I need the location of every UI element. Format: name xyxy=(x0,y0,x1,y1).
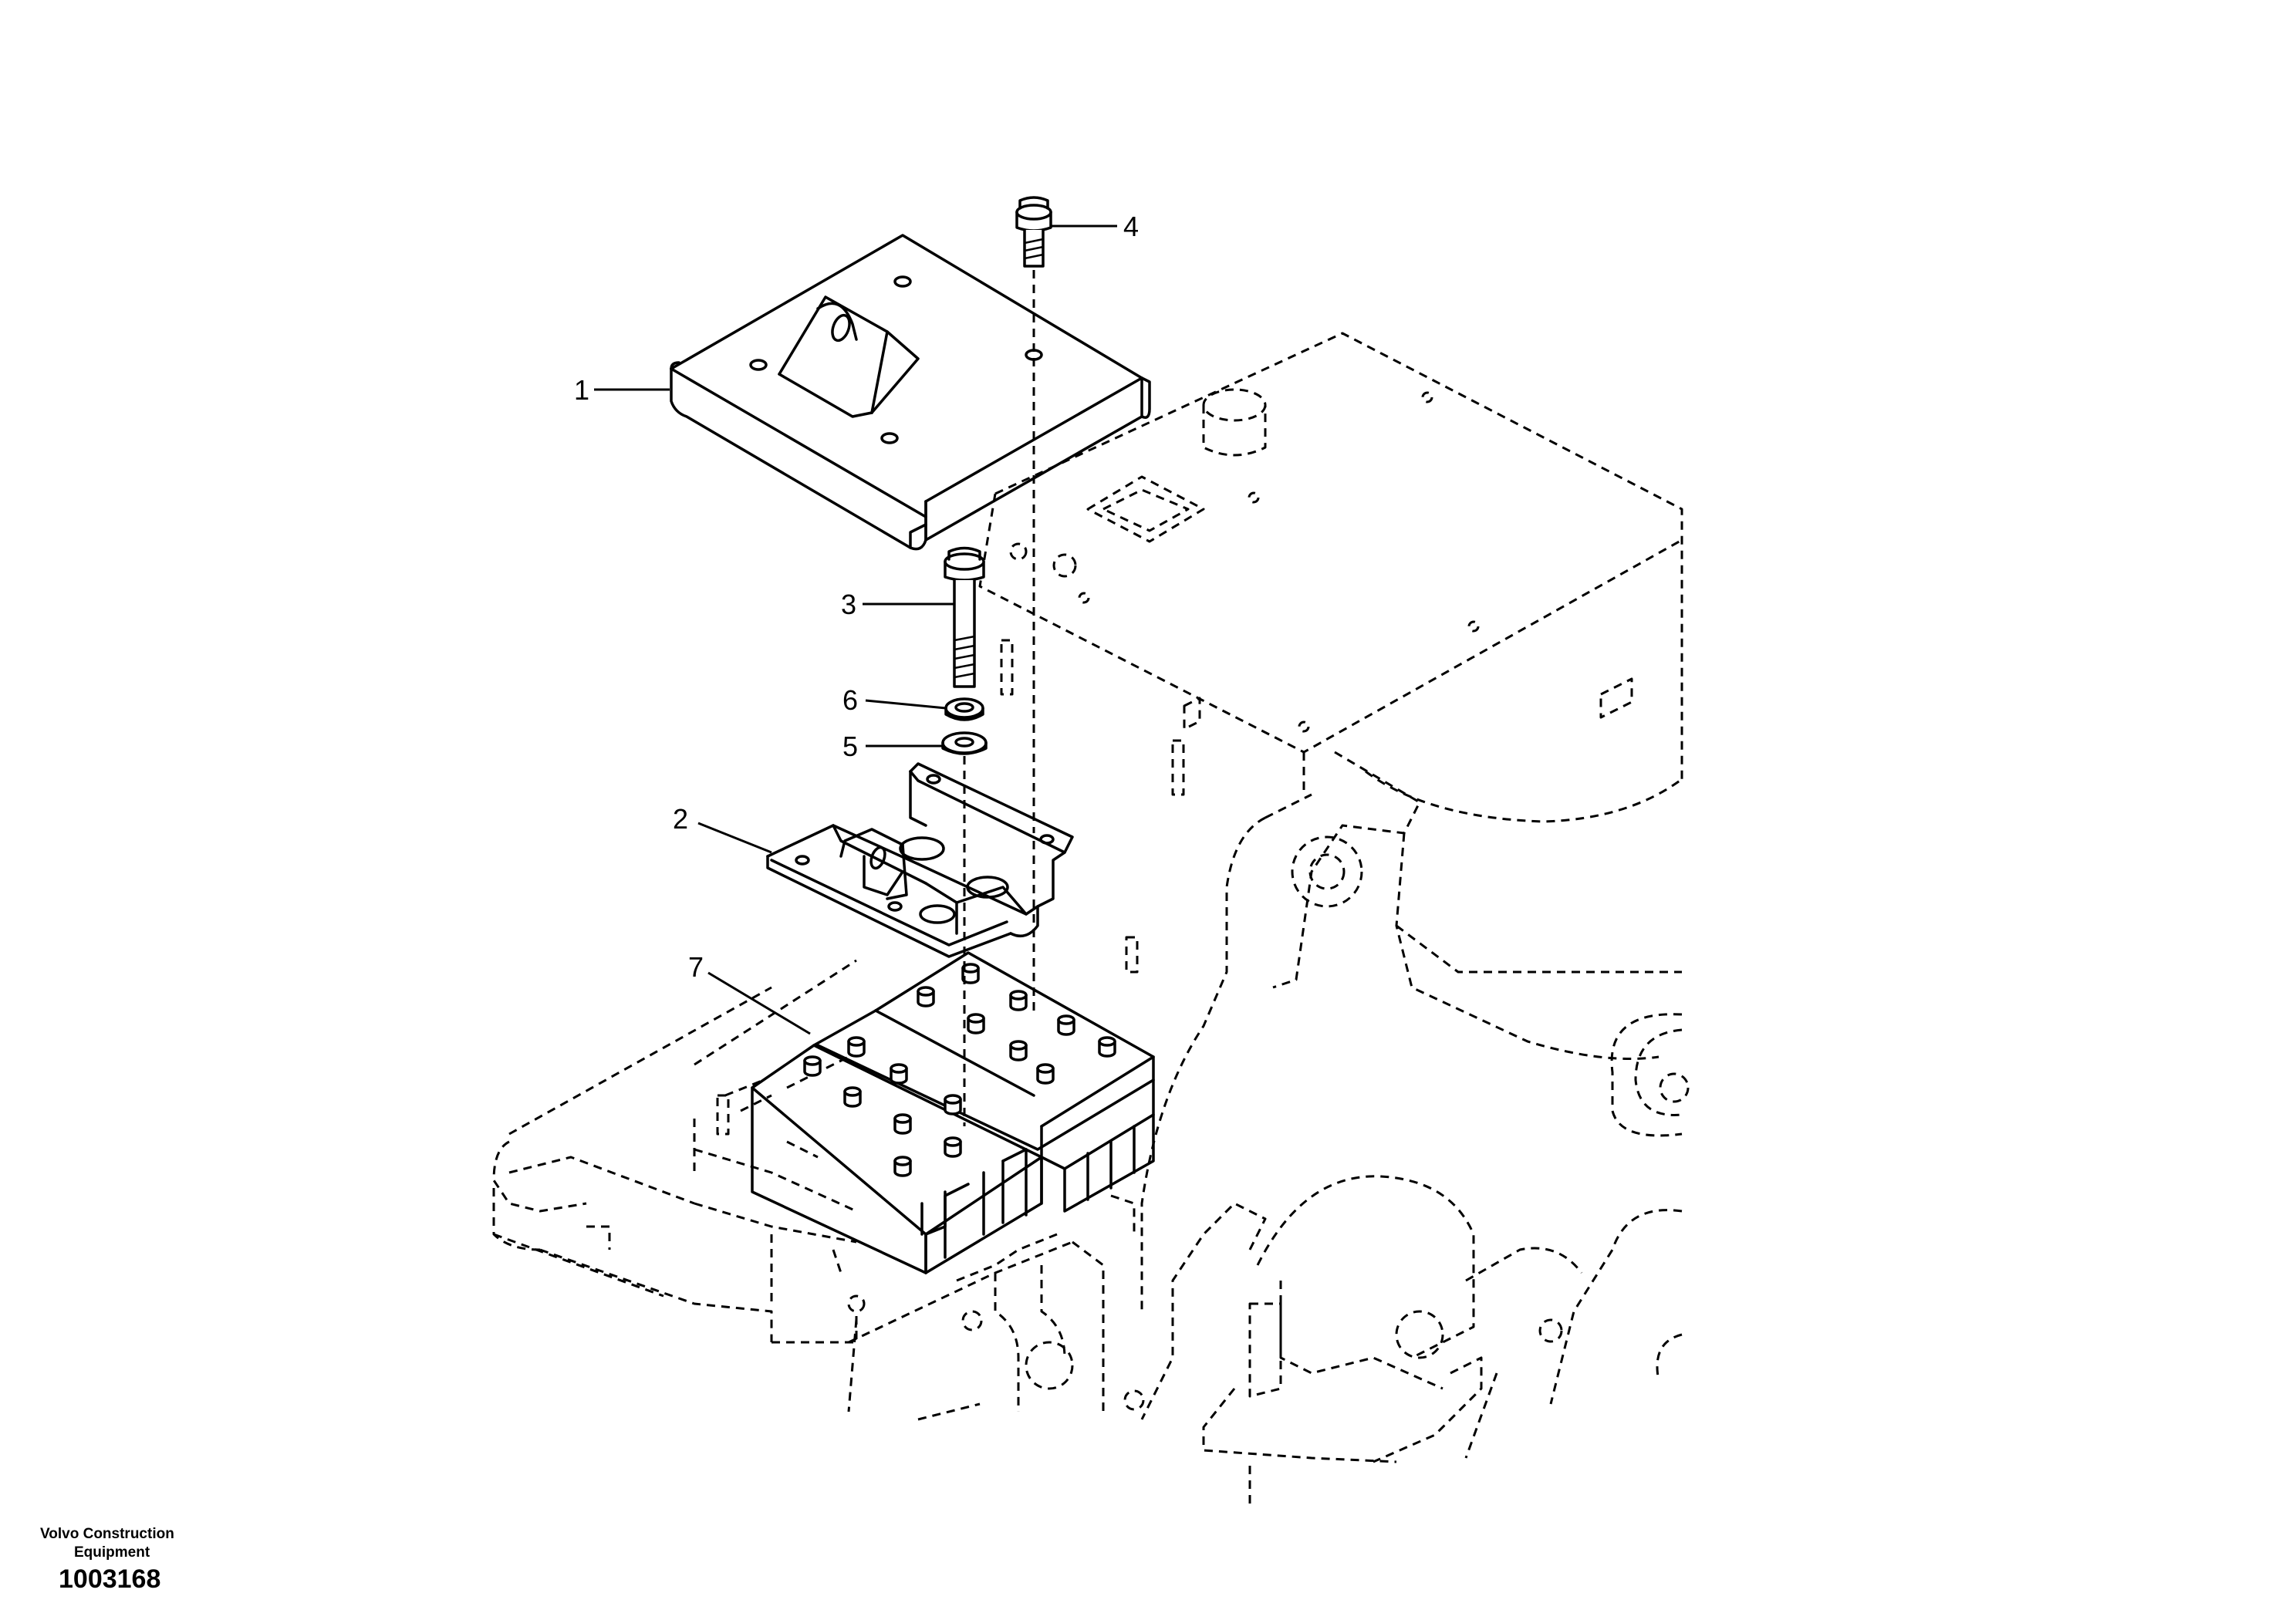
assembly-center-lines xyxy=(963,270,1035,1126)
drawing-number: 1003168 xyxy=(59,1564,161,1594)
bolt-long xyxy=(944,546,985,688)
screw-top xyxy=(1015,196,1052,268)
callout-7: 7 xyxy=(688,951,704,983)
battery-holder-bracket xyxy=(766,762,1074,958)
leader-7 xyxy=(707,971,811,1035)
machine-frame-outline xyxy=(492,332,1690,1504)
brand-name-line-1: Volvo Construction xyxy=(40,1526,174,1542)
flat-washer xyxy=(941,731,988,755)
callout-labels: 1 2 3 4 5 6 7 xyxy=(574,211,1139,983)
brand-name-line-2: Equipment xyxy=(74,1544,150,1561)
battery-terminals-right xyxy=(917,963,1116,1085)
callout-4: 4 xyxy=(1123,211,1139,242)
callout-6: 6 xyxy=(842,684,858,716)
cover-plate xyxy=(670,234,1151,551)
leader-2 xyxy=(697,822,772,854)
lock-washer xyxy=(944,697,984,721)
callout-3: 3 xyxy=(841,589,856,620)
callout-5: 5 xyxy=(842,731,858,762)
callout-2: 2 xyxy=(673,803,688,835)
leader-6 xyxy=(865,699,947,710)
battery-terminals-left xyxy=(803,1036,962,1177)
callout-leaders xyxy=(594,224,1117,1035)
callout-1: 1 xyxy=(574,374,589,406)
battery-pair xyxy=(751,951,1155,1274)
